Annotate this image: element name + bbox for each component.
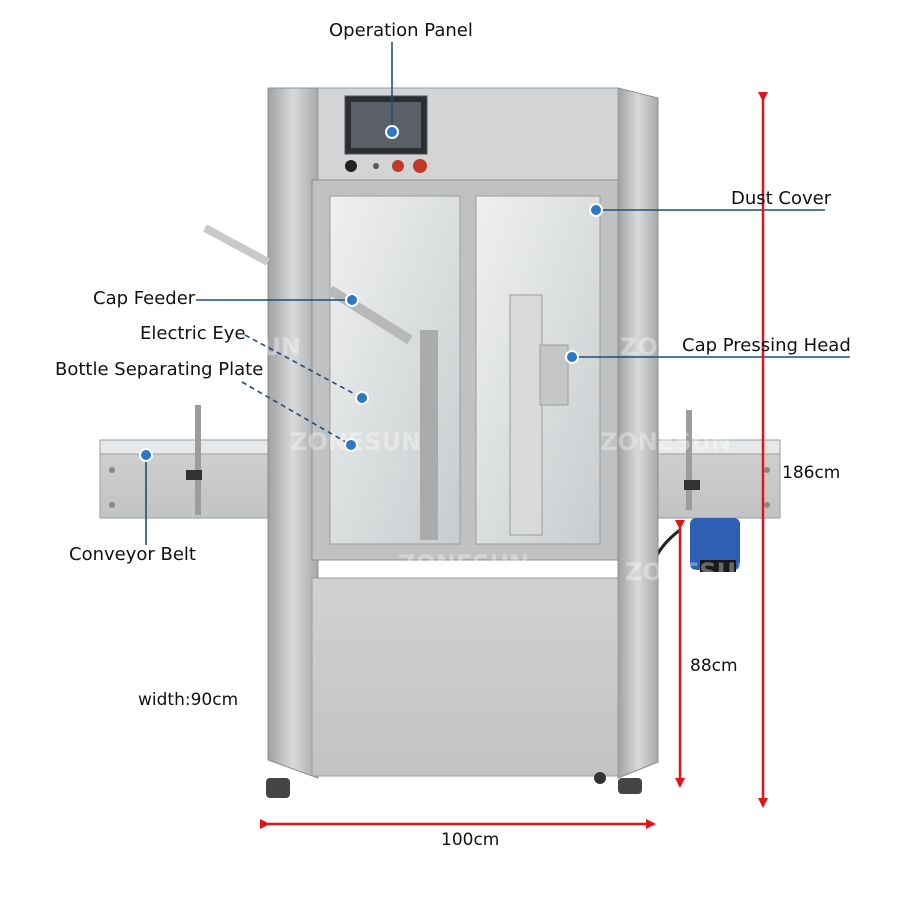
dimension-arrows	[260, 92, 768, 829]
operation-panel	[344, 95, 428, 173]
watermark-text: ZONESUN	[398, 550, 529, 578]
dimension-length: 100cm	[441, 830, 500, 850]
dimension-total-height: 186cm	[782, 463, 841, 483]
callout-operation-panel: Operation Panel	[329, 20, 473, 41]
callout-electric-eye: Electric Eye	[140, 323, 246, 344]
dimension-width: width:90cm	[138, 690, 239, 710]
dimension-conveyor-height: 88cm	[690, 656, 738, 676]
callout-bottle-separating-plate: Bottle Separating Plate	[55, 359, 264, 380]
watermark-text: ZONESUN	[100, 558, 231, 586]
callout-lines	[145, 42, 850, 545]
callout-conveyor-belt: Conveyor Belt	[69, 544, 196, 565]
callout-dots	[139, 125, 603, 462]
machine-cabinet	[203, 87, 659, 798]
callout-cap-pressing-head: Cap Pressing Head	[682, 335, 851, 356]
watermark-text: ZONESUN	[600, 428, 731, 456]
callout-cap-feeder: Cap Feeder	[93, 288, 196, 309]
watermark-text: ZONESUN	[170, 333, 301, 361]
callout-dust-cover: Dust Cover	[731, 188, 832, 209]
watermark-text: ZONESUN	[625, 558, 756, 586]
